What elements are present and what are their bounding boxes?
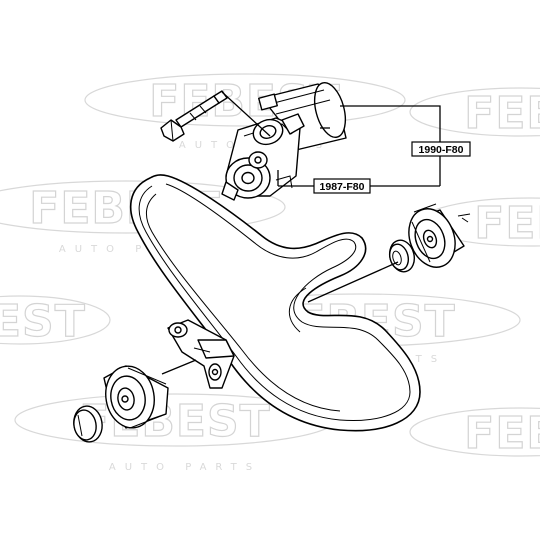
leader-lines xyxy=(161,91,441,375)
watermark-logo: FEBEST xyxy=(409,407,540,460)
part-number-label: 1990-F80 xyxy=(419,144,464,156)
idler-pulley-right xyxy=(408,203,471,268)
svg-text:AUTO PARTS: AUTO PARTS xyxy=(109,462,261,473)
svg-text:FEBEST: FEBEST xyxy=(464,408,540,459)
svg-text:FEBEST: FEBEST xyxy=(474,198,540,249)
part-number-label: 1987-F80 xyxy=(320,181,365,193)
idler-pulley-left xyxy=(103,365,169,429)
watermark-logo: FEBEST xyxy=(419,197,540,250)
callout-tensioner-assembly: 1990-F80 xyxy=(411,141,471,157)
callout-tensioner-pulley: 1987-F80 xyxy=(313,178,371,194)
watermark-logo: FEBEST xyxy=(0,295,111,348)
svg-text:FEBEST: FEBEST xyxy=(0,296,86,347)
belt-tensioner-assembly xyxy=(221,82,347,201)
svg-text:AUTO PARTS: AUTO PARTS xyxy=(59,244,211,255)
tensioner-bolt xyxy=(160,90,228,142)
svg-text:FEBEST: FEBEST xyxy=(464,88,540,139)
pulley-bracket xyxy=(167,319,235,389)
watermark-logo: FEBEST AUTO PARTS xyxy=(14,393,336,473)
watermark-logo: FEBEST xyxy=(409,87,540,140)
drive-belt xyxy=(130,174,421,432)
pulley-cap-left xyxy=(73,405,103,443)
